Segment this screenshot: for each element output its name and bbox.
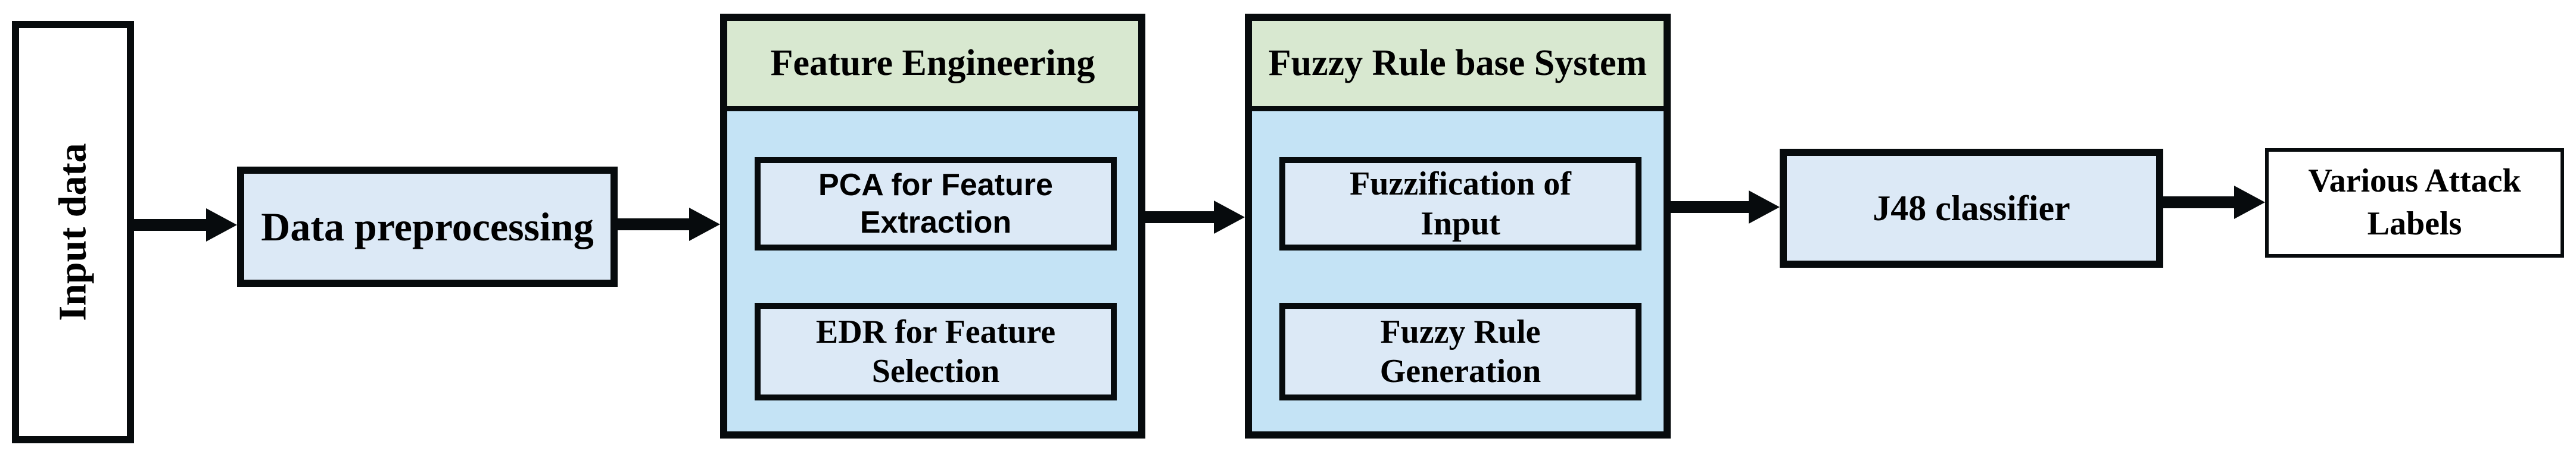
fuzzification-label-line2: Input — [1421, 205, 1500, 242]
edr-label-line1: EDR for Feature — [815, 313, 1056, 350]
arrow-shaft — [1671, 201, 1750, 213]
j48-classifier-label: J48 classifier — [1873, 188, 2070, 228]
fuzzy-rule-generation-box: Fuzzy Rule Generation — [1279, 303, 1641, 400]
pca-feature-extraction-box: PCA for Feature Extraction — [755, 157, 1117, 251]
arrow-head — [2234, 186, 2265, 219]
data-preprocessing-label: Data preprocessing — [261, 203, 594, 249]
arrow-head — [689, 208, 720, 241]
fuzzification-of-input-box: Fuzzification of Input — [1279, 157, 1641, 251]
pca-label-line2: Extraction — [859, 205, 1012, 240]
rule-generation-label-line2: Generation — [1379, 353, 1541, 390]
fuzzification-label-line1: Fuzzification of — [1350, 165, 1571, 203]
fuzzy-rule-base-system-title: Fuzzy Rule base System — [1268, 43, 1647, 83]
rule-generation-label-line1: Fuzzy Rule — [1380, 313, 1541, 350]
fuzzy-rule-base-system-container: Fuzzy Rule base System Fuzzification of … — [1245, 14, 1671, 439]
fuzzy-rule-base-system-header: Fuzzy Rule base System — [1252, 21, 1664, 111]
arrow-shaft — [2163, 196, 2235, 208]
feature-engineering-title: Feature Engineering — [770, 43, 1095, 83]
edr-label-line2: Selection — [871, 353, 1000, 390]
arrow-head — [1214, 201, 1245, 234]
arrow-shaft — [618, 218, 690, 230]
edr-feature-selection-box: EDR for Feature Selection — [755, 303, 1117, 400]
feature-engineering-container: Feature Engineering PCA for Feature Extr… — [720, 14, 1145, 439]
arrow-head — [1749, 190, 1780, 224]
input-data-label: Input data — [51, 143, 95, 321]
arrow-head — [206, 208, 237, 242]
arrow-shaft — [1145, 211, 1215, 223]
j48-classifier-box: J48 classifier — [1780, 149, 2163, 268]
output-label-line2: Labels — [2367, 205, 2462, 242]
fuzzy-rule-base-system-body: Fuzzification of Input Fuzzy Rule Genera… — [1252, 111, 1664, 431]
arrow-shaft — [134, 219, 207, 231]
data-preprocessing-box: Data preprocessing — [237, 167, 618, 287]
feature-engineering-body: PCA for Feature Extraction EDR for Featu… — [727, 111, 1138, 431]
output-label-line1: Various Attack — [2308, 162, 2521, 200]
various-attack-labels-box: Various Attack Labels — [2265, 148, 2564, 258]
pca-label-line1: PCA for Feature — [818, 168, 1053, 203]
input-data-box: Input data — [12, 21, 134, 443]
feature-engineering-header: Feature Engineering — [727, 21, 1138, 111]
